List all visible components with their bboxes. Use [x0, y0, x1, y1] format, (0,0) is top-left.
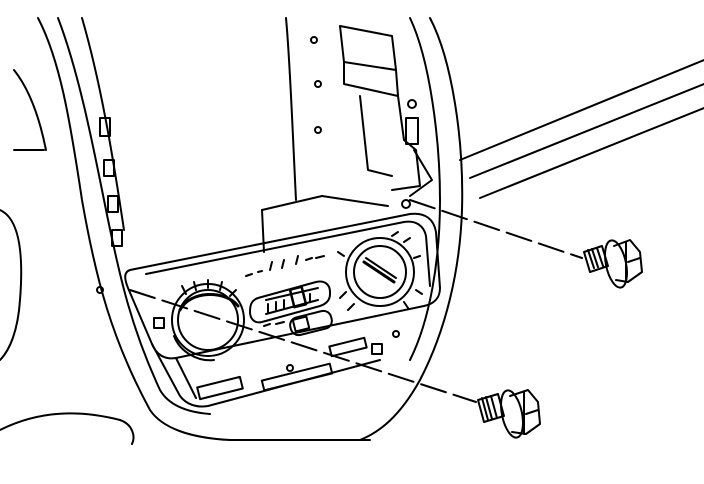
lower-fastener-bolt [478, 388, 540, 439]
hvac-control-head [125, 214, 440, 407]
leader-lines [130, 200, 582, 402]
instrument-panel-bezel [0, 18, 704, 444]
mode-selector-knob [338, 232, 422, 310]
upper-fastener-bolt [584, 238, 642, 289]
fan-speed-selector [246, 256, 334, 337]
radio-housing [262, 196, 388, 252]
temperature-knob [172, 280, 244, 360]
